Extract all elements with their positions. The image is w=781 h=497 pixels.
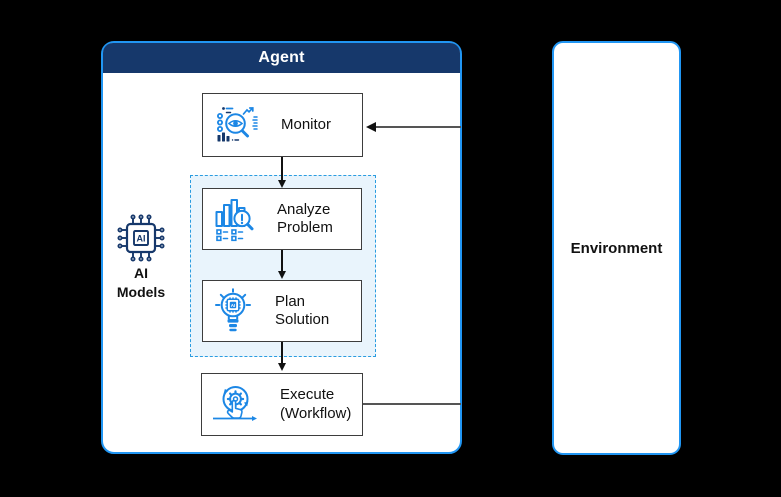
ai-chip-icon: AI — [117, 214, 165, 262]
step-plan-solution: AI Plan Solution — [202, 280, 362, 342]
step-analyze-problem-label: Analyze Problem — [277, 200, 333, 236]
line-execute-to-environment — [363, 403, 461, 405]
plan-solution-icon: AI — [215, 288, 251, 332]
agent-title: Agent — [258, 49, 305, 66]
arrowhead-into-monitor — [366, 121, 376, 132]
analyze-problem-icon — [215, 199, 254, 242]
plan-chip-text: AI — [231, 303, 236, 308]
step-execute-workflow: Execute (Workflow) — [201, 373, 363, 436]
arrow-analyze-to-plan — [277, 250, 286, 279]
environment-container: Environment — [552, 41, 681, 455]
line-environment-to-monitor — [376, 126, 461, 128]
ai-models-label-line1: AI — [134, 265, 148, 281]
step-execute-workflow-label: Execute (Workflow) — [280, 386, 352, 422]
agent-header: Agent — [103, 43, 460, 73]
arrow-monitor-to-analyze — [277, 157, 286, 188]
arrow-plan-to-execute — [277, 342, 286, 371]
step-monitor-label: Monitor — [281, 115, 332, 133]
step-plan-solution-label: Plan Solution — [275, 292, 330, 328]
step-monitor: Monitor — [202, 93, 363, 157]
execute-workflow-icon — [213, 385, 257, 421]
ai-chip-text: AI — [137, 234, 146, 244]
environment-label: Environment — [570, 239, 663, 257]
step-analyze-problem: Analyze Problem — [202, 188, 362, 250]
ai-models-label: AI Models — [91, 264, 191, 302]
ai-models-label-line2: Models — [116, 284, 166, 300]
monitor-icon — [217, 107, 258, 142]
